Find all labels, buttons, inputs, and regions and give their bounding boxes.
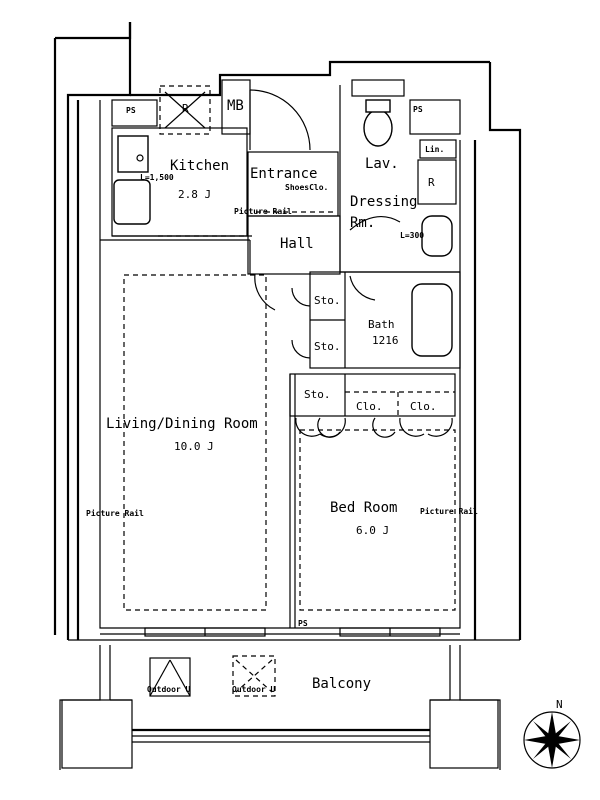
picture-rail-hall: Picture Rail [234,206,292,216]
bath-size: 1216 [372,334,399,347]
bath-name: Bath [368,318,395,331]
interior-walls [100,79,461,628]
shoe-closet-label: ShoesClo. [285,183,328,192]
living-name: Living/Dining Room [106,416,258,432]
windows [144,627,441,637]
hall-name: Hall [280,236,314,252]
labels: PS R MB PS Lin. R Kitchen L=1,500 2.8 J … [86,98,563,711]
linen-label: Lin. [425,144,444,154]
bedroom-size: 6.0 J [356,524,389,537]
mb-label: MB [227,98,244,114]
fixtures [113,99,453,257]
dressing-dim: L=300 [400,231,424,240]
balcony [59,645,501,770]
closet-1-label: Clo. [356,400,383,413]
closet-2-label: Clo. [410,400,437,413]
storage-3-label: Sto. [304,388,331,401]
kitchen-size: 2.8 J [178,188,211,201]
fridge-kitchen-label: R [182,102,189,115]
kitchen-name: Kitchen [170,158,229,174]
picture-rail-right: Picture Rail [420,506,478,516]
dressing-name-line1: Dressing [350,194,417,210]
ps-left-label: PS [126,106,136,115]
kitchen-dim: L=1,500 [140,173,174,182]
picture-rail-left: Picture Rail [86,508,144,518]
room-outlines [123,211,456,611]
ps-bottom-label: PS [298,619,308,628]
compass-icon [523,711,581,769]
doors [249,89,453,438]
outdoor-unit-2-label: Outdoor U [232,685,276,694]
outer-walls [53,22,522,641]
balcony-name: Balcony [312,676,371,692]
entrance-name: Entrance [250,166,317,182]
north-label: N [556,698,563,711]
outdoor-unit-1-label: Outdoor U [147,685,191,694]
ps-right-label: PS [413,105,423,114]
lav-name: Lav. [365,156,399,172]
storage-1-label: Sto. [314,294,341,307]
dressing-name-line2: Rm. [350,215,375,231]
storage-2-label: Sto. [314,340,341,353]
living-size: 10.0 J [174,440,214,453]
fridge-dressing-label: R [428,176,435,189]
bedroom-name: Bed Room [330,500,397,516]
